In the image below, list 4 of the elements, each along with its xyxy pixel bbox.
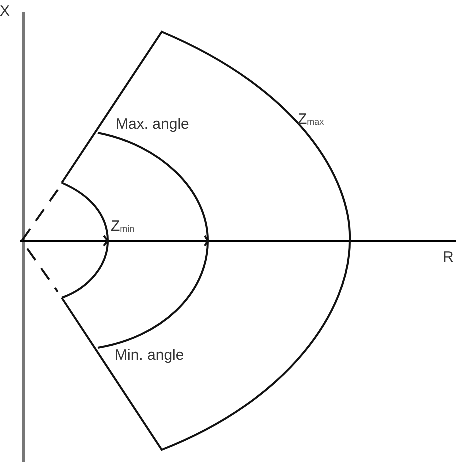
- angle-label: Max. angle: [116, 117, 190, 132]
- axis-label: X: [0, 4, 10, 19]
- axis-label: R: [443, 250, 454, 265]
- angle-label: Min. angle: [115, 348, 184, 363]
